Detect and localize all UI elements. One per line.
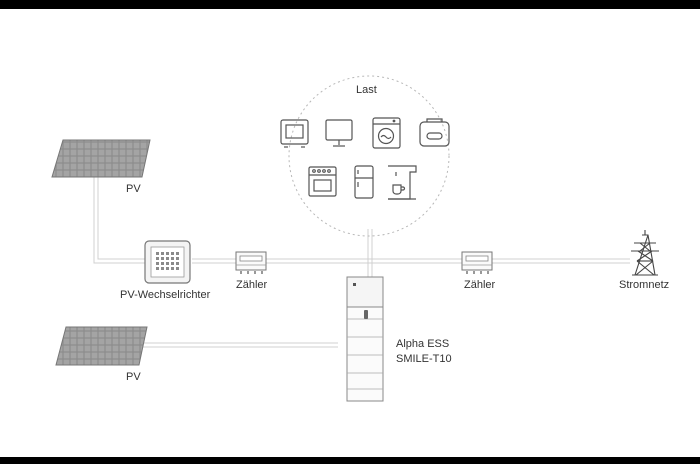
meter-left-icon	[235, 251, 267, 274]
battery-label-line1: Alpha ESS	[396, 338, 450, 350]
system-diagram: Last PV PV-Wechselrichter Zähler Zähler …	[0, 9, 700, 457]
coffee-machine-icon	[388, 165, 417, 200]
load-circle	[288, 75, 450, 237]
meter-right-icon	[461, 251, 493, 274]
fridge-icon	[354, 165, 374, 199]
meter-right-label: Zähler	[464, 279, 496, 291]
tv-icon	[280, 119, 309, 148]
load-label: Last	[356, 84, 377, 96]
pv-panel-top	[51, 139, 151, 178]
inverter-icon	[144, 240, 191, 284]
pv-top-label: PV	[126, 183, 141, 195]
meter-left-label: Zähler	[236, 279, 268, 291]
battery-label-line2: SMILE-T10	[396, 353, 452, 365]
power-pylon-icon	[631, 230, 659, 276]
connection-lines	[93, 177, 630, 348]
oven-icon	[308, 166, 337, 197]
pv-panel-bottom	[55, 326, 148, 366]
washing-machine-icon	[372, 117, 401, 149]
pv-bottom-label: PV	[126, 371, 141, 383]
grid-label: Stromnetz	[619, 279, 670, 291]
diagram-graphics	[51, 75, 659, 402]
battery-cabinet-icon	[346, 276, 384, 402]
monitor-icon	[325, 119, 353, 147]
inverter-label: PV-Wechselrichter	[120, 289, 211, 301]
toaster-icon	[419, 118, 450, 147]
